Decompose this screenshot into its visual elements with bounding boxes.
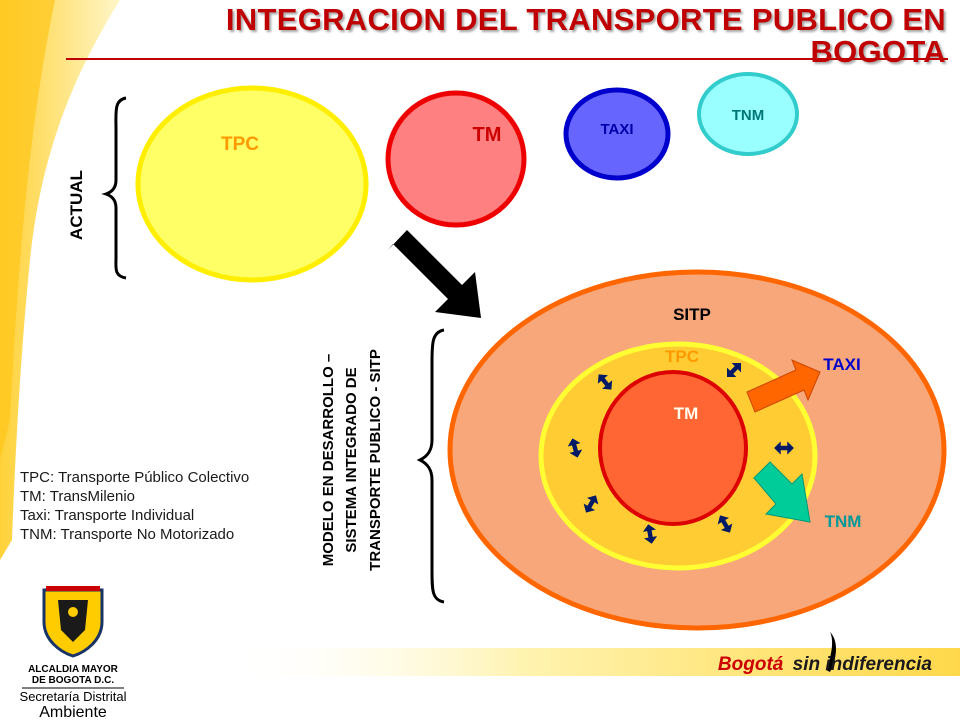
model-brace — [416, 328, 445, 604]
legend-item-taxi: Taxi: Transporte Individual — [20, 507, 195, 524]
exchange-arrows — [567, 362, 794, 544]
logo-line-2: DE BOGOTA D.C. — [32, 675, 114, 686]
model-label: MODELO EN DESARROLLO – SISTEMA INTEGRADO… — [320, 349, 384, 571]
model-label-line-3: TRANSPORTE PUBLICO - SITP — [367, 349, 384, 571]
tnm-connector-arrow-icon — [753, 461, 811, 523]
double-arrow-icon — [642, 524, 658, 544]
tpc-circle-label: TPC — [221, 134, 259, 155]
double-arrow-icon — [597, 374, 613, 390]
page-title-line-2: BOGOTA — [810, 34, 946, 69]
model-label-line-1: MODELO EN DESARROLLO – — [320, 354, 337, 567]
title-underline — [66, 58, 948, 60]
taxi-circle — [563, 87, 671, 181]
tpc-circle — [135, 85, 369, 283]
abbreviation-legend: TPC: Transporte Público Colectivo TM: Tr… — [20, 468, 249, 544]
logo-line-4: Ambiente — [39, 704, 107, 720]
double-arrow-icon — [567, 438, 583, 458]
double-arrow-icon — [583, 495, 599, 513]
bogota-coat-of-arms-icon — [42, 586, 104, 658]
sitp-tnm-label: TNM — [825, 512, 862, 531]
double-arrow-icon — [774, 441, 794, 455]
sitp-taxi-label: TAXI — [823, 355, 860, 374]
background-sweep-inner — [0, 0, 55, 460]
tnm-circle — [697, 72, 799, 156]
page-title: INTEGRACION DEL TRANSPORTE PUBLICO EN BO… — [86, 4, 946, 68]
slogan-text: Bogotá sin indiferencia — [718, 654, 933, 675]
logo-line-1: ALCALDIA MAYOR — [28, 664, 119, 675]
slogan-part-2: sin indiferencia — [793, 654, 933, 675]
logo-line-3: Secretaría Distrital — [20, 689, 127, 704]
model-label-line-2: SISTEMA INTEGRADO DE — [343, 367, 360, 552]
page-title-line-1: INTEGRACION DEL TRANSPORTE PUBLICO EN — [225, 2, 946, 37]
legend-item-tm: TM: TransMilenio — [20, 488, 136, 505]
double-arrow-icon — [726, 362, 742, 378]
legend-item-tnm: TNM: Transporte No Motorizado — [20, 526, 235, 543]
footer-band — [230, 648, 960, 676]
slogan-part-1: Bogotá — [718, 654, 784, 675]
sitp-tpc-label: TPC — [665, 347, 699, 366]
sitp-tm-circle — [598, 370, 748, 526]
sitp-tm-label: TM — [674, 404, 699, 423]
tm-circle-label: TM — [473, 124, 502, 146]
legend-item-tpc: TPC: Transporte Público Colectivo — [20, 469, 250, 486]
tm-circle — [385, 90, 527, 228]
tnm-circle-label: TNM — [732, 107, 765, 124]
actual-brace — [101, 96, 127, 280]
sitp-label: SITP — [673, 305, 711, 324]
transition-arrow-icon — [388, 230, 481, 318]
taxi-circle-label: TAXI — [600, 121, 633, 138]
double-arrow-icon — [717, 515, 733, 533]
slogan-swoosh-icon — [826, 632, 836, 672]
actual-label: ACTUAL — [67, 170, 86, 240]
taxi-connector-arrow-icon — [746, 359, 821, 413]
